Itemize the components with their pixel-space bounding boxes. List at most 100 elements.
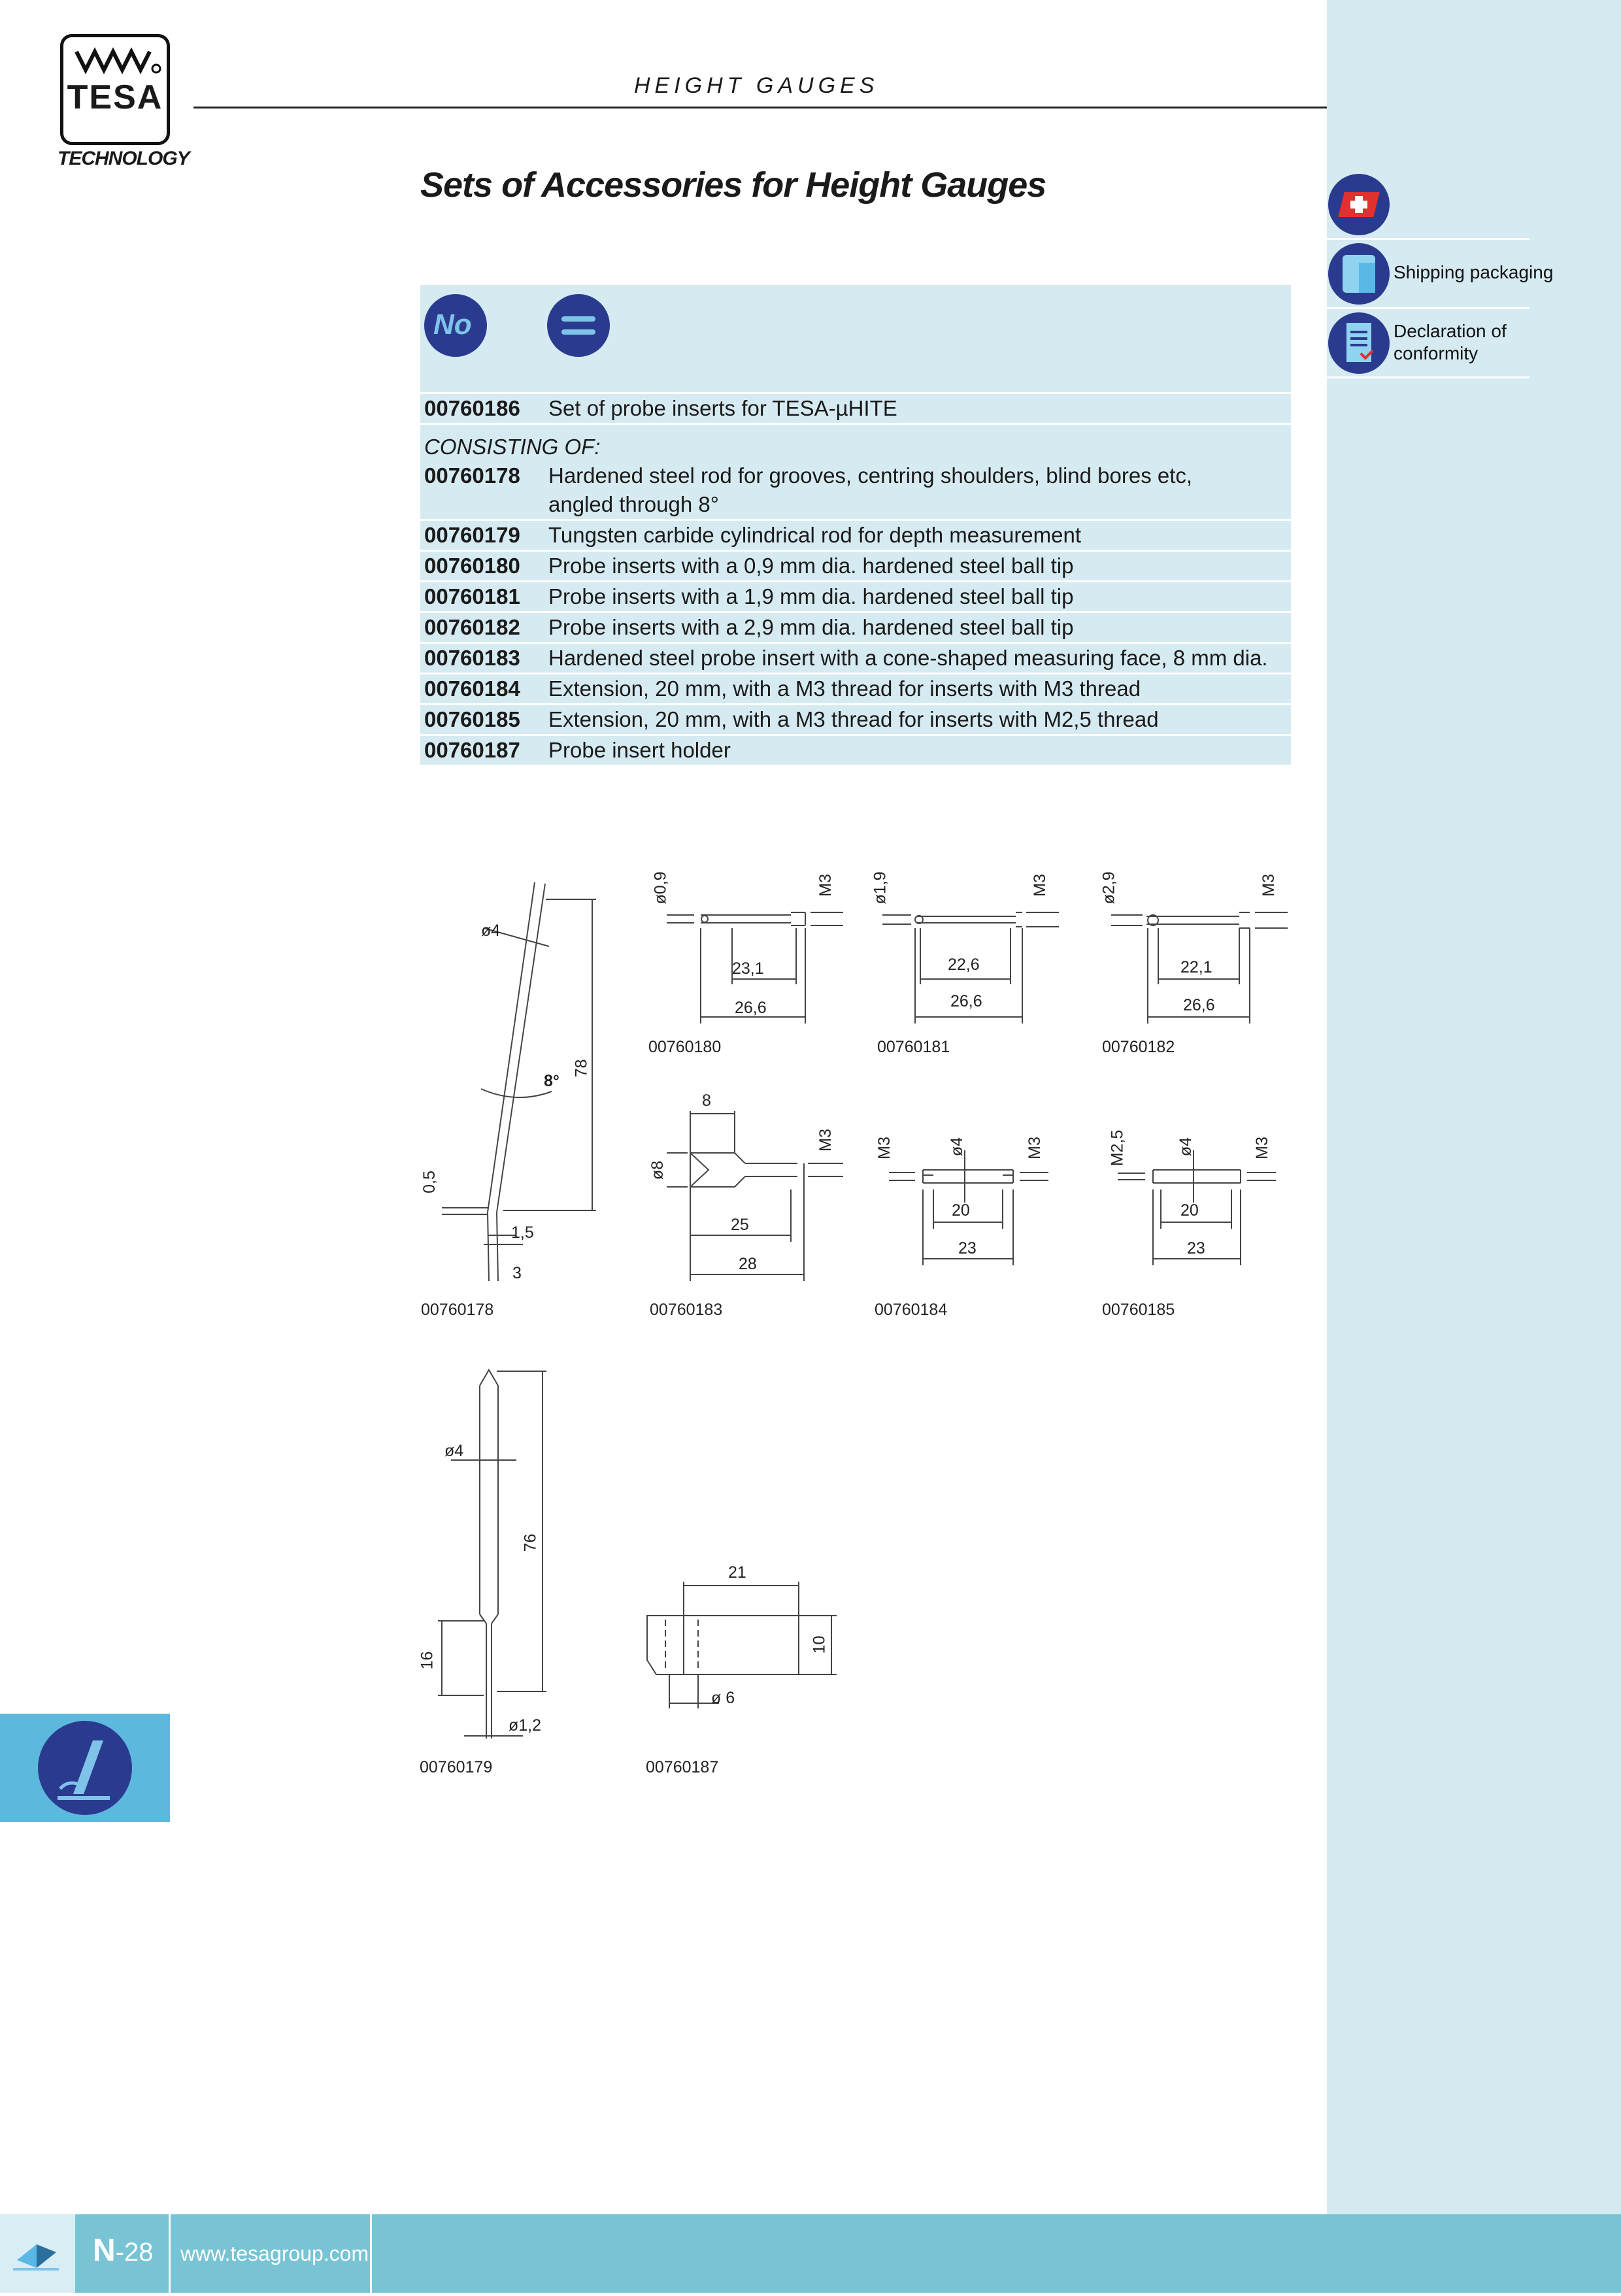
table-row: 00760185 Extension, 20 mm, with a M3 thre… (420, 703, 1291, 734)
sidebar-item-swiss (1327, 171, 1529, 240)
drawing-caption: 00760185 (1102, 1301, 1175, 1319)
drawing-00760179-lines (438, 1369, 546, 1739)
table-row: 00760180 Probe inserts with a 0,9 mm dia.… (420, 550, 1291, 580)
swiss-cross-icon (1328, 174, 1390, 235)
sidebar-label-conformity-line1: Declaration of (1394, 321, 1507, 341)
drawing-caption: 00760181 (877, 1038, 950, 1056)
article-code: 00760178 (424, 463, 520, 488)
dim-label: ø 6 (711, 1689, 735, 1707)
dim-label: M3 (816, 1129, 835, 1152)
article-description-line2: angled through 8° (548, 492, 719, 516)
article-description: Hardened steel probe insert with a cone-… (548, 646, 1268, 670)
article-description-line1: Hardened steel rod for grooves, centring… (548, 463, 1193, 488)
drawing-caption: 00760178 (421, 1301, 494, 1319)
dim-label: 8 (702, 1091, 711, 1110)
dim-label: 3 (512, 1264, 522, 1282)
sidebar-item-conformity (1327, 310, 1529, 378)
footer-url-link[interactable]: www.tesagroup.com (180, 2242, 369, 2265)
height-gauge-glyph (58, 1740, 110, 1800)
drawing-00760181-lines (882, 912, 1059, 1023)
drawing-00760185-lines (1118, 1150, 1276, 1265)
drawing-00760182-lines (1111, 912, 1288, 1023)
dim-label: 16 (418, 1651, 437, 1670)
dim-label: ø1,9 (871, 871, 890, 905)
drawing-00760184-lines (889, 1150, 1048, 1265)
dim-label: ø8 (648, 1160, 667, 1180)
dim-label: ø2,9 (1099, 871, 1118, 905)
accessories-table: No 00760186 Set of probe inserts for TES… (420, 285, 1291, 765)
page-footer: N-28 www.tesagroup.com (0, 2214, 1621, 2293)
article-description: Probe inserts with a 2,9 mm dia. hardene… (548, 615, 1074, 639)
number-icon: No (424, 294, 487, 357)
consisting-label: CONSISTING OF: (420, 423, 1291, 461)
article-code: 00760183 (424, 646, 520, 670)
drawing-00760187-lines (646, 1582, 837, 1708)
table-row: 00760181 Probe inserts with a 1,9 mm dia.… (420, 580, 1291, 611)
article-description: Probe insert holder (548, 738, 731, 762)
table-row: 00760178 Hardened steel rod for grooves,… (420, 461, 1291, 519)
dim-label: M3 (1259, 874, 1278, 897)
height-gauge-icon (38, 1721, 132, 1815)
box-icon (1328, 243, 1390, 305)
table-row: 00760186 Set of probe inserts for TESA-µ… (420, 392, 1291, 423)
drawing-caption: 00760184 (875, 1301, 948, 1319)
dim-label: 0,5 (420, 1171, 439, 1193)
article-code: 00760185 (424, 707, 520, 731)
dim-label: M3 (1025, 1137, 1044, 1159)
dim-label: M3 (1252, 1137, 1271, 1159)
drawing-caption: 00760183 (650, 1301, 723, 1319)
article-code: 00760184 (424, 676, 520, 701)
article-description: Probe inserts with a 0,9 mm dia. hardene… (548, 554, 1074, 578)
footer-divider (370, 2214, 372, 2293)
dim-label: ø4 (948, 1137, 967, 1157)
section-header: HEIGHT GAUGES (634, 73, 879, 98)
page-number: N-28 (93, 2233, 153, 2269)
number-icon-label: No (433, 308, 472, 341)
logo-subtitle: TECHNOLOGY (58, 148, 190, 169)
right-side-panel (1327, 0, 1621, 2214)
dim-label: ø4 (1177, 1137, 1195, 1157)
article-code: 00760179 (424, 523, 520, 547)
page-section: N (93, 2233, 116, 2268)
dim-label: M3 (816, 874, 835, 897)
table-row: 00760182 Probe inserts with a 2,9 mm dia.… (420, 611, 1291, 642)
document-check-icon (1328, 312, 1390, 374)
dim-label: ø4 (444, 1442, 464, 1460)
dim-label: 78 (572, 1059, 591, 1078)
sidebar-label-packaging: Shipping packaging (1394, 262, 1554, 282)
dim-label: 23 (958, 1239, 977, 1257)
dim-label: M2,5 (1108, 1129, 1127, 1167)
article-code: 00760182 (424, 615, 520, 639)
article-description: Probe inserts with a 1,9 mm dia. hardene… (548, 584, 1074, 608)
article-code: 00760181 (424, 584, 520, 608)
article-description: Extension, 20 mm, with a M3 thread for i… (548, 676, 1141, 701)
table-row: 00760183 Hardened steel probe insert with… (420, 642, 1291, 673)
drawing-00760180-lines (667, 912, 843, 1023)
dim-label: 20 (952, 1201, 970, 1220)
dim-label: ø4 (481, 922, 501, 940)
table-header: No (420, 285, 1291, 392)
article-description: Set of probe inserts for TESA-µHITE (548, 396, 897, 420)
dim-label: ø0,9 (651, 871, 670, 905)
dim-label: 26,6 (950, 992, 982, 1010)
dim-label: 26,6 (1183, 996, 1215, 1014)
article-description: Extension, 20 mm, with a M3 thread for i… (548, 707, 1159, 731)
dim-label: M3 (1030, 874, 1049, 897)
page-title: Sets of Accessories for Height Gauges (420, 165, 1046, 205)
header-divider (193, 107, 1327, 108)
sidebar-label-conformity: Declaration of conformity (1394, 320, 1507, 365)
dim-label: 8° (544, 1072, 560, 1090)
article-code: 00760180 (424, 554, 520, 578)
footer-divider (169, 2214, 171, 2293)
dim-label: 23,1 (732, 959, 764, 978)
dim-label: ø1,2 (509, 1716, 542, 1735)
drawing-00760183-lines (667, 1111, 843, 1281)
footer-logo-icon (13, 2244, 59, 2271)
dim-label: 1,5 (511, 1223, 534, 1242)
dim-label: 22,6 (948, 956, 980, 974)
drawing-caption: 00760179 (420, 1758, 493, 1776)
page-num: -28 (115, 2238, 154, 2267)
technical-drawings (438, 882, 1288, 1739)
